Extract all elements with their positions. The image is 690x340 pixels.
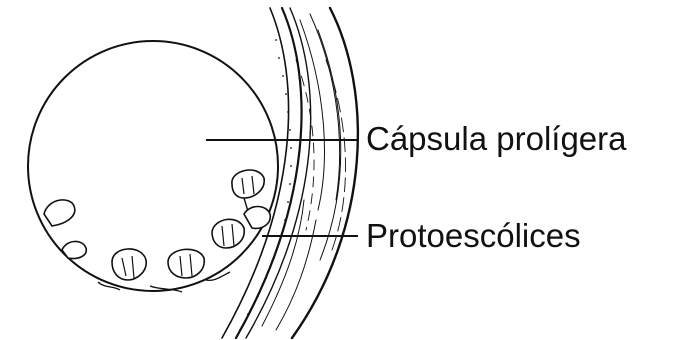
protoscolex [62, 241, 86, 258]
adventitia-outer-line [292, 8, 358, 338]
protoscolex [168, 249, 204, 278]
protoscolex [112, 249, 146, 280]
protoscolex [244, 207, 270, 229]
label-brood-capsule: Cápsula prolígera [366, 120, 627, 157]
wall-striation [318, 30, 341, 260]
protoscolex [44, 200, 75, 226]
wall-striation [310, 14, 340, 200]
label-protoscolices: Protoescólices [366, 217, 581, 254]
wall-striation [326, 60, 346, 250]
protoscolices-group [44, 170, 270, 280]
wall-striation [296, 60, 314, 230]
protoscolex [212, 219, 244, 248]
